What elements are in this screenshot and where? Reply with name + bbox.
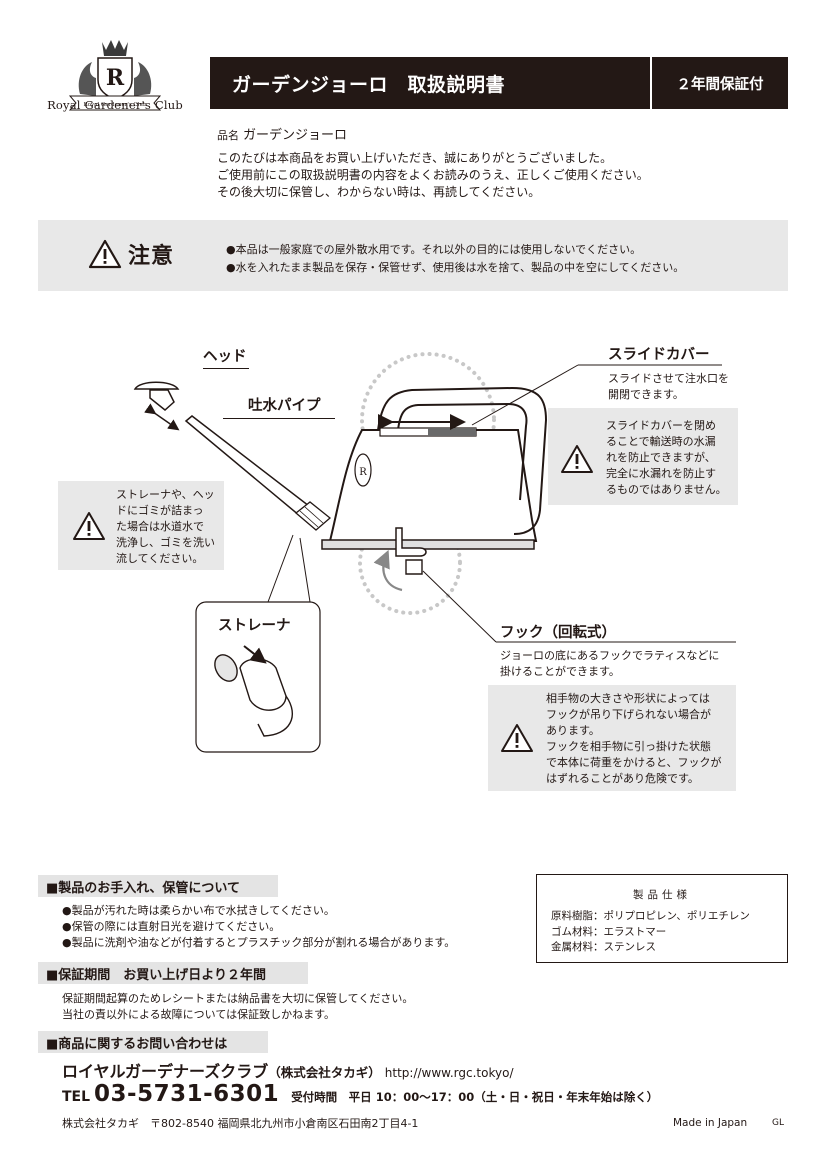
desc-line: 開閉できます。 [608,388,684,401]
brand-name: Royal Gardener's Club [47,98,183,112]
care-line: ●保管の際には直射日光を避けてください。 [62,920,281,933]
head-label-line [203,368,249,369]
product-name-label: 品名 [217,129,239,142]
tel-number[interactable]: 03-5731-6301 [94,1081,280,1107]
warning-line: で本体に荷重をかけると、フックが [546,756,722,769]
hook-desc: ジョーロの底にあるフックでラティスなどに 掛けることができます。 [500,648,719,680]
warning-line: あります。 [546,724,600,737]
intro-line: その後大切に保管し、わからない時は、再読してください。 [217,185,541,199]
head-label: ヘッド [203,349,247,365]
caution-panel: 注意 ●本品は一般家庭での屋外散水用です。それ以外の目的には使用しないでください… [38,220,788,291]
spout-pipe [184,415,332,531]
product-name-value: ガーデンジョーロ [243,128,348,143]
warning-line: 完全に水漏れを防止す [606,467,716,480]
warranty-line: 保証期間起算のためレシートまたは納品書を大切に保管してください。 [62,992,414,1005]
company-address: 株式会社タカギ 〒802-8540 福岡県北九州市小倉南区石田南2丁目4-1 [62,1117,419,1130]
warning-line: フックを相手物に引っ掛けた状態 [546,740,711,753]
care-heading: ■製品のお手入れ、保管について [38,875,278,897]
warning-triangle-icon [501,724,533,752]
warning-line: れを防止できますが、 [606,451,716,464]
desc-line: 掛けることができます。 [500,665,620,678]
contact-heading: ■商品に関するお問い合わせは [38,1031,268,1053]
desc-line: ジョーロの底にあるフックでラティスなどに [500,649,720,662]
warning-line: ストレーナや、ヘッ [116,488,215,501]
strainer-label: ストレーナ [218,618,291,634]
intro-line: ご使用前にこの取扱説明書の内容をよくお読みのうえ、正しくご使用ください。 [217,168,649,182]
warning-text: ストレーナや、ヘッ ドにゴミが詰まっ た場合は水道水で 洗浄し、ゴミを洗い 流し… [116,487,215,567]
document-title: ガーデンジョーロ 取扱説明書 [232,73,506,96]
caution-heading: 注意 [88,238,174,270]
warning-line: るものではありません。 [606,483,727,496]
pipe-label: 吐水パイプ [248,398,321,414]
strainer-warning: ストレーナや、ヘッ ドにゴミが詰まっ た場合は水道水で 洗浄し、ゴミを洗い 流し… [58,481,224,570]
business-hours: 受付時間 平日 10：00〜17：00（土・日・祝日・年末年始は除く） [291,1090,659,1104]
product-name: 品名ガーデンジョーロ [217,124,347,143]
spec-row: 原料樹脂：ポリプロピレン、ポリエチレン [551,910,750,922]
hook-title: フック（回転式） [500,625,616,641]
brand-logo: R Royal Gardener's Club [40,36,190,118]
warranty-text: 保証期間起算のためレシートまたは納品書を大切に保管してください。 当社の責以外に… [62,991,413,1023]
warning-triangle-icon [73,512,105,540]
warning-line: スライドカバーを閉め [606,419,716,432]
warning-line: ることで輸送時の水漏 [606,435,716,448]
warning-text: スライドカバーを閉め ることで輸送時の水漏 れを防止できますが、 完全に水漏れを… [606,418,727,498]
intro-text: このたびは本商品をお買い上げいただき、誠にありがとうございました。 ご使用前にこ… [217,150,649,201]
spec-row: 金属材料：ステンレス [551,941,656,953]
caution-line: ●本品は一般家庭での屋外散水用です。それ以外の目的には使用しないでください。 [226,243,642,256]
svg-text:R: R [359,467,367,478]
warning-line: はずれることがあり危険です。 [546,772,699,785]
warning-line: た場合は水道水で [116,520,204,533]
spec-box: 製品仕様 原料樹脂：ポリプロピレン、ポリエチレン ゴム材料：エラストマー 金属材… [536,874,788,963]
website-link[interactable]: http://www.rgc.tokyo/ [384,1066,514,1080]
rotate-arrow-icon [373,549,403,592]
warranty-badge: ２年間保証付 [650,57,788,109]
spec-title: 製品仕様 [633,889,691,901]
slide-cover-title: スライドカバー [608,347,710,363]
hook-part [373,527,427,592]
warning-triangle-icon [88,239,122,269]
warning-text: 相手物の大きさや形状によっては フックが吊り下げられない場合が あります。 フッ… [546,691,722,787]
tel-label: TEL [62,1089,91,1105]
watering-can-body: R [321,386,548,550]
caution-text: ●本品は一般家庭での屋外散水用です。それ以外の目的には使用しないでください。 ●… [226,241,684,277]
care-line: ●製品が汚れた時は柔らかい布で水拭きしてください。 [62,904,335,917]
caution-line: ●水を入れたまま製品を保存・保管せず、使用後は水を捨て、製品の中を空にしてくださ… [226,261,685,274]
product-diagram: R [133,352,736,753]
care-line: ●製品に洗剤や油などが付着するとプラスチック部分が割れる場合があります。 [62,936,456,949]
desc-line: スライドさせて注水口を [608,372,729,385]
slide-cover-warning: スライドカバーを閉め ることで輸送時の水漏 れを防止できますが、 完全に水漏れを… [548,408,738,505]
double-arrow-icon [144,403,180,431]
slide-cover-desc: スライドさせて注水口を 開閉できます。 [608,371,729,403]
head-part [133,381,180,411]
warranty-heading: ■保証期間 お買い上げ日より２年間 [38,962,308,984]
crest-icon: R Royal Gardener's Club [68,40,162,111]
warranty-line: 当社の責以外による故障については保証致しかねます。 [62,1008,336,1021]
svg-text:Royal Gardener's Club: Royal Gardener's Club [84,102,147,108]
strainer-detail [214,645,293,737]
care-text: ●製品が汚れた時は柔らかい布で水拭きしてください。 ●保管の際には直射日光を避け… [62,903,455,951]
intro-line: このたびは本商品をお買い上げいただき、誠にありがとうございました。 [217,151,613,165]
title-bar: ガーデンジョーロ 取扱説明書 ２年間保証付 [210,57,788,109]
warning-triangle-icon [561,445,593,473]
warning-line: 洗浄し、ゴミを洗い [116,536,215,549]
company-line: ロイヤルガーデナーズクラブ（株式会社タカギ）http://www.rgc.tok… [62,1058,514,1082]
spec-row: ゴム材料：エラストマー [551,925,667,938]
warning-line: 相手物の大きさや形状によっては [546,692,710,705]
slide-cover-highlight [360,352,496,488]
svg-text:R: R [106,65,125,91]
warning-line: ドにゴミが詰まっ [116,504,204,517]
company-paren: （株式会社タカギ） [268,1065,381,1080]
product-code: GL [772,1118,784,1128]
caution-label: 注意 [128,244,175,269]
pipe-label-line [223,418,335,419]
company-name: ロイヤルガーデナーズクラブ [62,1062,269,1081]
hook-warning: 相手物の大きさや形状によっては フックが吊り下げられない場合が あります。 フッ… [488,685,736,791]
warning-line: 流してください。 [116,552,204,565]
made-in-label: Made in Japan [673,1117,748,1129]
tel-line: TEL 03-5731-6301 受付時間 平日 10：00〜17：00（土・日… [62,1081,658,1107]
spec-rows: 原料樹脂：ポリプロピレン、ポリエチレン ゴム材料：エラストマー 金属材料：ステン… [551,909,787,956]
warning-line: フックが吊り下げられない場合が [546,708,711,721]
